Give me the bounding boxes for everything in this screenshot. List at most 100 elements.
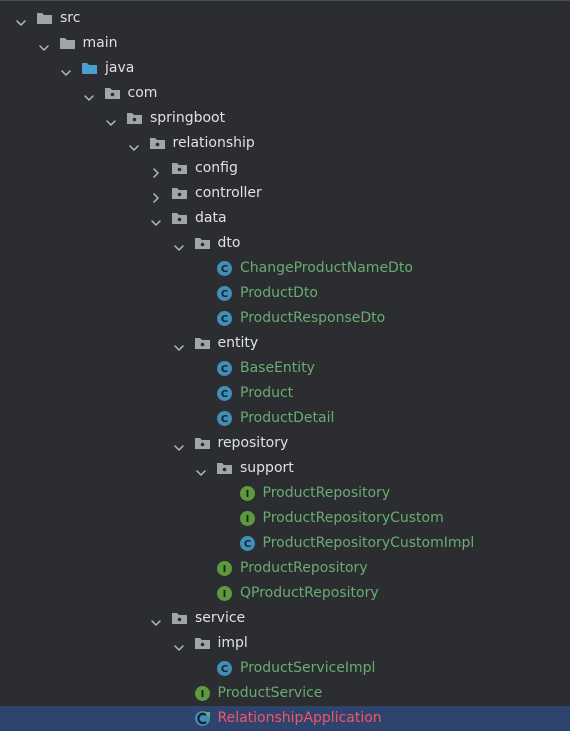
tree-item-java-2[interactable]: java (0, 56, 570, 81)
tree-item-base-entity-14[interactable]: C BaseEntity (0, 356, 570, 381)
tree-item-label: main (82, 35, 118, 51)
tree-item-label: impl (217, 635, 248, 651)
tree-item-service-24[interactable]: service (0, 606, 570, 631)
tree-item-label: data (195, 210, 227, 226)
interface-icon: I (194, 685, 211, 702)
tree-item-product-detail-16[interactable]: C ProductDetail (0, 406, 570, 431)
svg-text:C: C (221, 289, 228, 300)
class-icon: C (216, 360, 233, 377)
package-icon (194, 635, 211, 652)
tree-item-label: BaseEntity (240, 360, 315, 376)
interface-icon: I (239, 485, 256, 502)
tree-item-product-service-27[interactable]: I ProductService (0, 681, 570, 706)
chevron-down-icon[interactable] (173, 438, 184, 451)
chevron-down-icon[interactable] (16, 13, 26, 26)
tree-item-label: config (195, 160, 238, 176)
tree-item-data-8[interactable]: data (0, 206, 570, 231)
tree-item-label: ProductRepository (240, 560, 368, 576)
package-icon (216, 460, 233, 477)
interface-icon: I (239, 510, 256, 527)
svg-text:C: C (221, 264, 228, 275)
package-icon (126, 110, 143, 127)
tree-item-src-0[interactable]: src (0, 6, 570, 31)
chevron-down-icon[interactable] (173, 338, 184, 351)
tree-item-support-18[interactable]: support (0, 456, 570, 481)
tree-item-label: ProductService (217, 685, 323, 701)
class-icon: C (216, 660, 233, 677)
tree-item-change-product-name-dto-10[interactable]: C ChangeProductNameDto (0, 256, 570, 281)
class-icon: C (216, 310, 233, 327)
tree-item-dto-9[interactable]: dto (0, 231, 570, 256)
svg-text:C: C (221, 389, 228, 400)
class-icon: C (216, 260, 233, 277)
tree-item-label: com (127, 85, 158, 101)
tree-item-label: java (105, 60, 135, 76)
tree-item-label: ProductRepositoryCustomImpl (262, 535, 475, 551)
source-folder-icon (81, 60, 98, 77)
package-icon (194, 435, 211, 452)
chevron-down-icon[interactable] (128, 138, 139, 151)
spring-app-icon (194, 710, 211, 727)
tree-item-label: ProductRepositoryCustom (262, 510, 444, 526)
tree-item-product-repository-custom-20[interactable]: I ProductRepositoryCustom (0, 506, 570, 531)
tree-item-label: ChangeProductNameDto (240, 260, 413, 276)
package-icon (104, 85, 121, 102)
tree-item-config-6[interactable]: config (0, 156, 570, 181)
tree-item-label: service (195, 610, 246, 626)
package-icon (171, 610, 188, 627)
tree-item-product-service-impl-26[interactable]: C ProductServiceImpl (0, 656, 570, 681)
chevron-down-icon[interactable] (196, 463, 206, 476)
folder-icon (59, 35, 76, 52)
chevron-down-icon[interactable] (173, 638, 184, 651)
tree-item-repository-17[interactable]: repository (0, 431, 570, 456)
class-icon: C (216, 410, 233, 427)
folder-icon (36, 10, 53, 27)
chevron-down-icon[interactable] (151, 213, 161, 226)
tree-item-product-repository-custom-impl-21[interactable]: C ProductRepositoryCustomImpl (0, 531, 570, 556)
svg-text:C: C (221, 664, 228, 675)
tree-item-com-3[interactable]: com (0, 81, 570, 106)
tree-item-label: QProductRepository (240, 585, 379, 601)
chevron-down-icon[interactable] (106, 113, 116, 126)
chevron-down-icon[interactable] (61, 63, 71, 76)
tree-item-product-15[interactable]: C Product (0, 381, 570, 406)
chevron-down-icon[interactable] (38, 38, 49, 51)
tree-item-label: ProductServiceImpl (240, 660, 376, 676)
tree-item-springboot-4[interactable]: springboot (0, 106, 570, 131)
tree-item-impl-25[interactable]: impl (0, 631, 570, 656)
tree-item-main-1[interactable]: main (0, 31, 570, 56)
package-icon (171, 185, 188, 202)
tree-item-relationship-5[interactable]: relationship (0, 131, 570, 156)
tree-item-label: RelationshipApplication (217, 710, 382, 726)
tree-item-label: ProductDetail (240, 410, 335, 426)
chevron-down-icon[interactable] (151, 613, 161, 626)
tree-item-label: Product (240, 385, 294, 401)
tree-item-relationship-application-28[interactable]: RelationshipApplication (0, 706, 570, 731)
svg-text:C: C (243, 539, 250, 550)
svg-text:I: I (223, 589, 227, 600)
tree-item-controller-7[interactable]: controller (0, 181, 570, 206)
tree-item-label: relationship (172, 135, 255, 151)
package-icon (194, 335, 211, 352)
svg-text:C: C (221, 414, 228, 425)
package-icon (171, 160, 188, 177)
chevron-down-icon[interactable] (173, 238, 184, 251)
svg-text:I: I (245, 489, 249, 500)
package-icon (149, 135, 166, 152)
tree-item-entity-13[interactable]: entity (0, 331, 570, 356)
tree-item-label: src (60, 10, 81, 26)
tree-item-qproduct-repository-23[interactable]: I QProductRepository (0, 581, 570, 606)
chevron-down-icon[interactable] (83, 88, 94, 101)
package-icon (194, 235, 211, 252)
chevron-right-icon[interactable] (151, 188, 161, 203)
class-icon: C (216, 385, 233, 402)
tree-item-label: repository (217, 435, 289, 451)
class-icon: C (239, 535, 256, 552)
tree-item-label: controller (195, 185, 262, 201)
chevron-right-icon[interactable] (151, 163, 161, 178)
